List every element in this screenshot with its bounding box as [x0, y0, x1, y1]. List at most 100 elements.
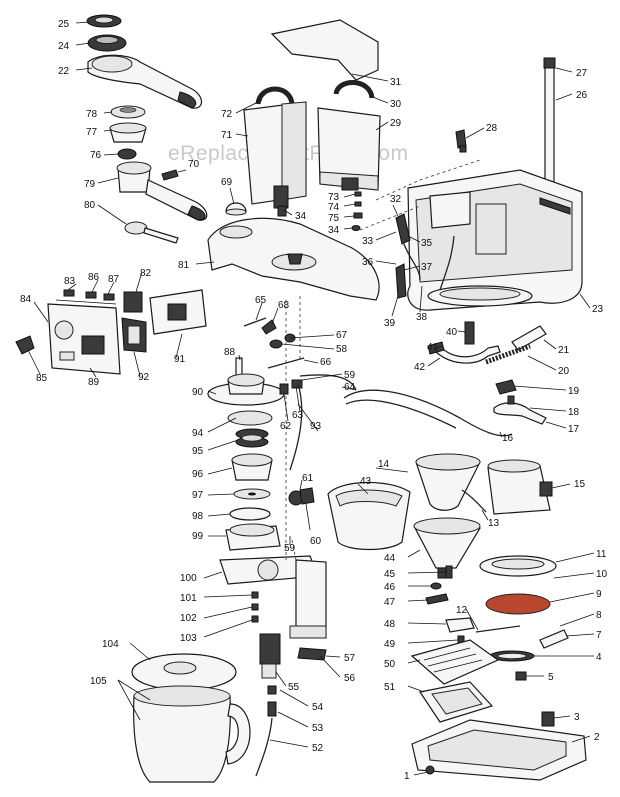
part-screws-73-75	[351, 191, 363, 231]
leader-lines	[27, 21, 595, 776]
part-gasket-25	[86, 14, 122, 28]
label-61: 61	[302, 473, 314, 484]
part-clip-3	[541, 711, 555, 727]
part-fitting-34a	[277, 205, 287, 217]
part-reservoir-lid-31	[270, 19, 379, 81]
label-79: 79	[84, 179, 96, 190]
part-carafe-105	[133, 685, 251, 783]
label-34a: 34	[295, 211, 307, 222]
label-102: 102	[180, 613, 197, 624]
label-105: 105	[90, 676, 107, 687]
label-13: 13	[488, 518, 500, 529]
label-55: 55	[288, 682, 300, 693]
label-58: 58	[336, 344, 348, 355]
label-100: 100	[180, 573, 197, 584]
part-valve-45-47	[425, 565, 453, 605]
label-80: 80	[84, 200, 96, 211]
part-feet-18-19	[493, 379, 547, 425]
part-plate-99	[225, 523, 281, 551]
label-46: 46	[384, 582, 396, 593]
label-29: 29	[390, 118, 402, 129]
label-57: 57	[344, 653, 356, 664]
part-boiler-90	[207, 373, 285, 406]
label-3: 3	[574, 712, 580, 723]
part-tube-52-53	[255, 685, 277, 777]
label-15: 15	[574, 479, 586, 490]
label-38: 38	[416, 312, 428, 323]
label-75: 75	[328, 213, 340, 224]
label-9: 9	[596, 589, 602, 600]
label-1: 1	[404, 771, 410, 782]
label-28: 28	[486, 123, 498, 134]
label-30: 30	[390, 99, 402, 110]
part-base-2	[411, 719, 587, 781]
label-82: 82	[140, 268, 152, 279]
label-32: 32	[390, 194, 402, 205]
part-frame-56	[289, 559, 327, 639]
part-valve-60-61	[288, 487, 315, 506]
label-63: 63	[292, 410, 304, 421]
label-89: 89	[88, 377, 100, 388]
label-95: 95	[192, 446, 204, 457]
part-measuring-scoop-80	[124, 221, 179, 244]
label-10: 10	[596, 569, 608, 580]
part-parts-48-49	[445, 617, 475, 645]
label-77: 77	[86, 127, 98, 138]
label-25: 25	[58, 19, 70, 30]
label-40: 40	[446, 327, 458, 338]
label-37: 37	[421, 262, 433, 273]
label-65: 65	[255, 295, 267, 306]
label-24: 24	[58, 41, 70, 52]
label-27: 27	[576, 68, 588, 79]
part-filter-basket-77	[109, 122, 147, 143]
label-90: 90	[192, 387, 204, 398]
label-66: 66	[320, 357, 332, 368]
part-pcb-91	[149, 289, 207, 335]
part-ring-98	[229, 507, 271, 521]
part-filter-cone-44	[413, 517, 481, 579]
label-8: 8	[596, 610, 602, 621]
label-103: 103	[180, 633, 197, 644]
label-97: 97	[192, 490, 204, 501]
label-59a: 59	[344, 370, 356, 381]
label-76: 76	[90, 150, 102, 161]
label-52: 52	[312, 743, 324, 754]
part-clip-70	[161, 169, 179, 181]
label-19: 19	[568, 386, 580, 397]
label-22: 22	[58, 66, 70, 77]
part-filter-basket-14	[415, 453, 487, 513]
label-62: 62	[280, 421, 292, 432]
part-number-labels: 25 24 22 78 77 76 79 80 70 69 31 30 29 7…	[20, 19, 608, 782]
part-float-40	[464, 321, 475, 345]
label-23: 23	[592, 304, 604, 315]
part-handle-72	[255, 86, 295, 105]
part-pipe-26-27	[543, 57, 556, 193]
label-85: 85	[36, 373, 48, 384]
label-35: 35	[421, 238, 433, 249]
label-99: 99	[192, 531, 204, 542]
label-39: 39	[384, 318, 396, 329]
label-48: 48	[384, 619, 396, 630]
label-98: 98	[192, 511, 204, 522]
label-60: 60	[310, 536, 322, 547]
label-94: 94	[192, 428, 204, 439]
part-tube-32-38	[395, 213, 455, 299]
part-drip-tray-43	[327, 481, 411, 551]
part-reservoir-71	[243, 101, 307, 209]
label-20: 20	[558, 366, 570, 377]
label-4: 4	[596, 652, 602, 663]
part-screws-101-103	[251, 591, 259, 623]
label-36: 36	[362, 257, 374, 268]
label-33: 33	[362, 236, 374, 247]
part-pump-54	[259, 633, 281, 679]
label-96: 96	[192, 469, 204, 480]
label-101: 101	[180, 593, 197, 604]
label-45: 45	[384, 569, 396, 580]
part-portafilter-handle-22	[87, 54, 203, 109]
label-53: 53	[312, 723, 324, 734]
label-34b: 34	[328, 225, 340, 236]
label-12: 12	[456, 605, 468, 616]
label-18: 18	[568, 407, 580, 418]
label-2: 2	[594, 732, 600, 743]
